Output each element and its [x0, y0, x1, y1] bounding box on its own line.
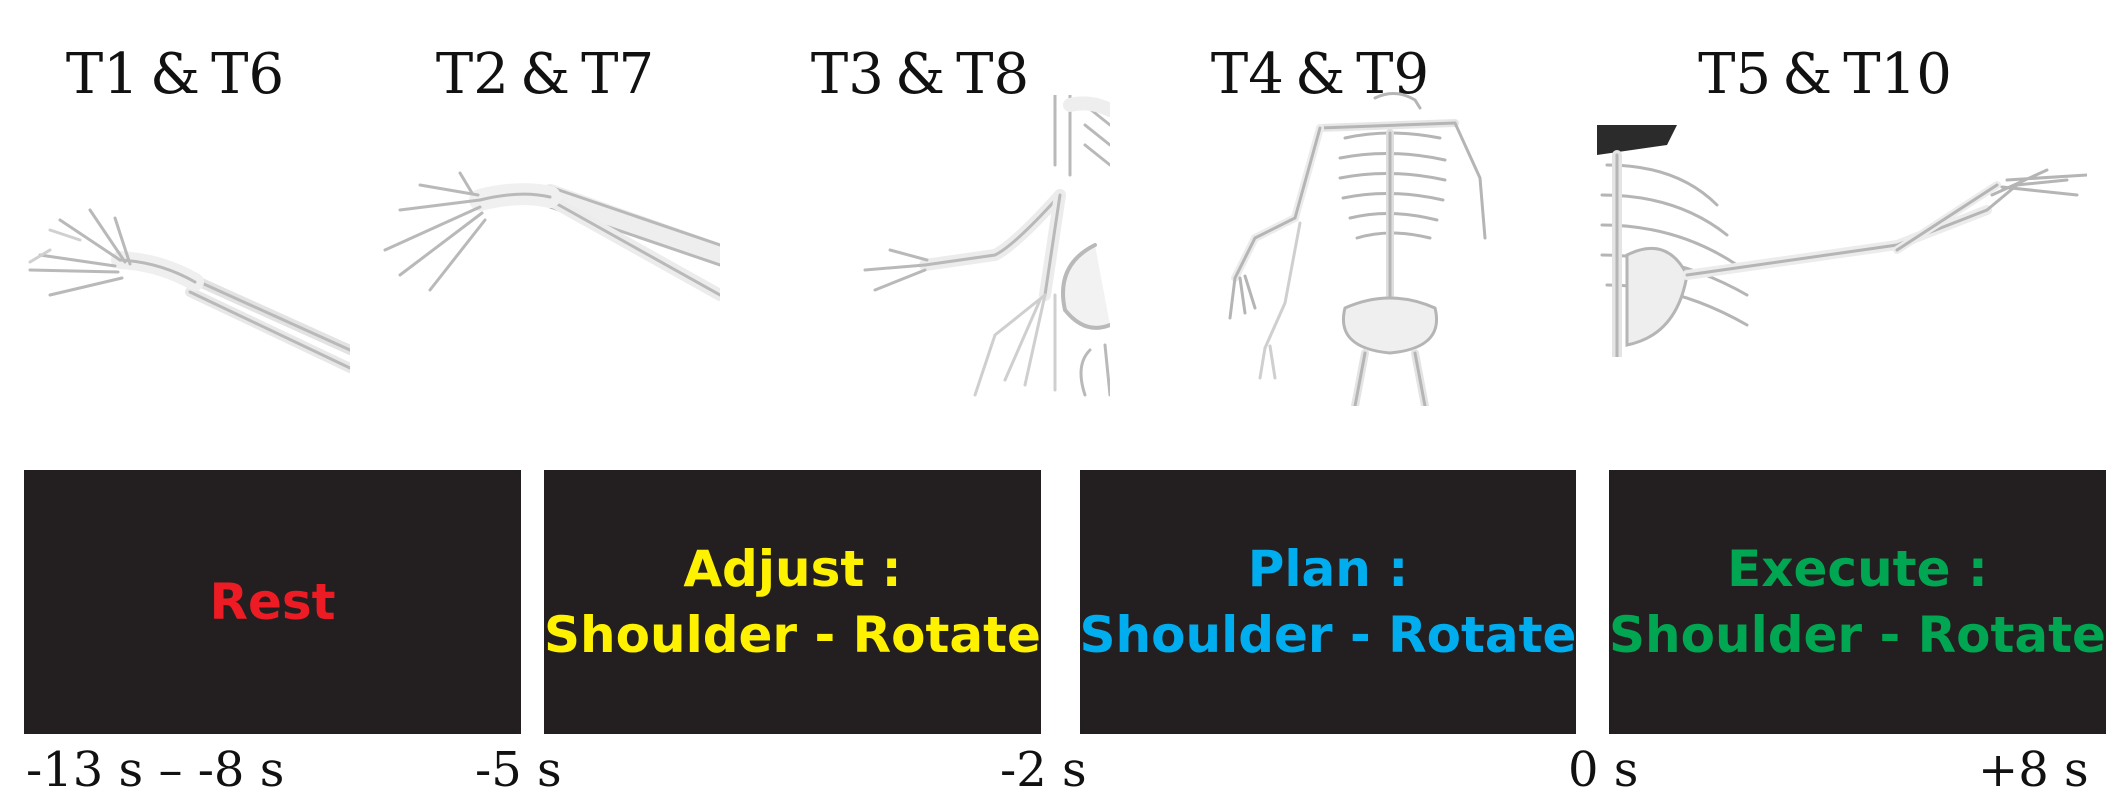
shoulder-arm-raised-skeleton-image [1597, 125, 2087, 357]
forearm-hand-skeleton-image [20, 200, 350, 390]
adjust-phase-title: Adjust : [683, 536, 901, 602]
arm-reach-skeleton-image [855, 95, 1110, 400]
execute-phase-panel: Execute : Shoulder - Rotate [1609, 470, 2106, 734]
full-torso-skeleton-image [1225, 88, 1530, 406]
trial-label-2: T2 & T7 [436, 42, 654, 107]
arm-hand-skeleton-image [380, 165, 720, 345]
rest-phase-label: Rest [209, 569, 335, 635]
trial-label-5: T5 & T10 [1698, 42, 1952, 107]
rest-phase-panel: Rest [24, 470, 521, 734]
time-tick-rest: -13 s – -8 s [26, 742, 284, 798]
adjust-phase-panel: Adjust : Shoulder - Rotate [544, 470, 1041, 734]
plan-phase-panel: Plan : Shoulder - Rotate [1080, 470, 1576, 734]
trial-label-1: T1 & T6 [66, 42, 284, 107]
plan-phase-action: Shoulder - Rotate [1080, 602, 1577, 668]
execute-phase-title: Execute : [1727, 536, 1988, 602]
time-tick-plus-8: +8 s [1978, 742, 2089, 798]
adjust-phase-action: Shoulder - Rotate [544, 602, 1041, 668]
time-tick-zero: 0 s [1568, 742, 1638, 798]
time-tick-minus-2: -2 s [1000, 742, 1087, 798]
execute-phase-action: Shoulder - Rotate [1609, 602, 2106, 668]
time-tick-minus-5: -5 s [475, 742, 562, 798]
plan-phase-title: Plan : [1248, 536, 1409, 602]
